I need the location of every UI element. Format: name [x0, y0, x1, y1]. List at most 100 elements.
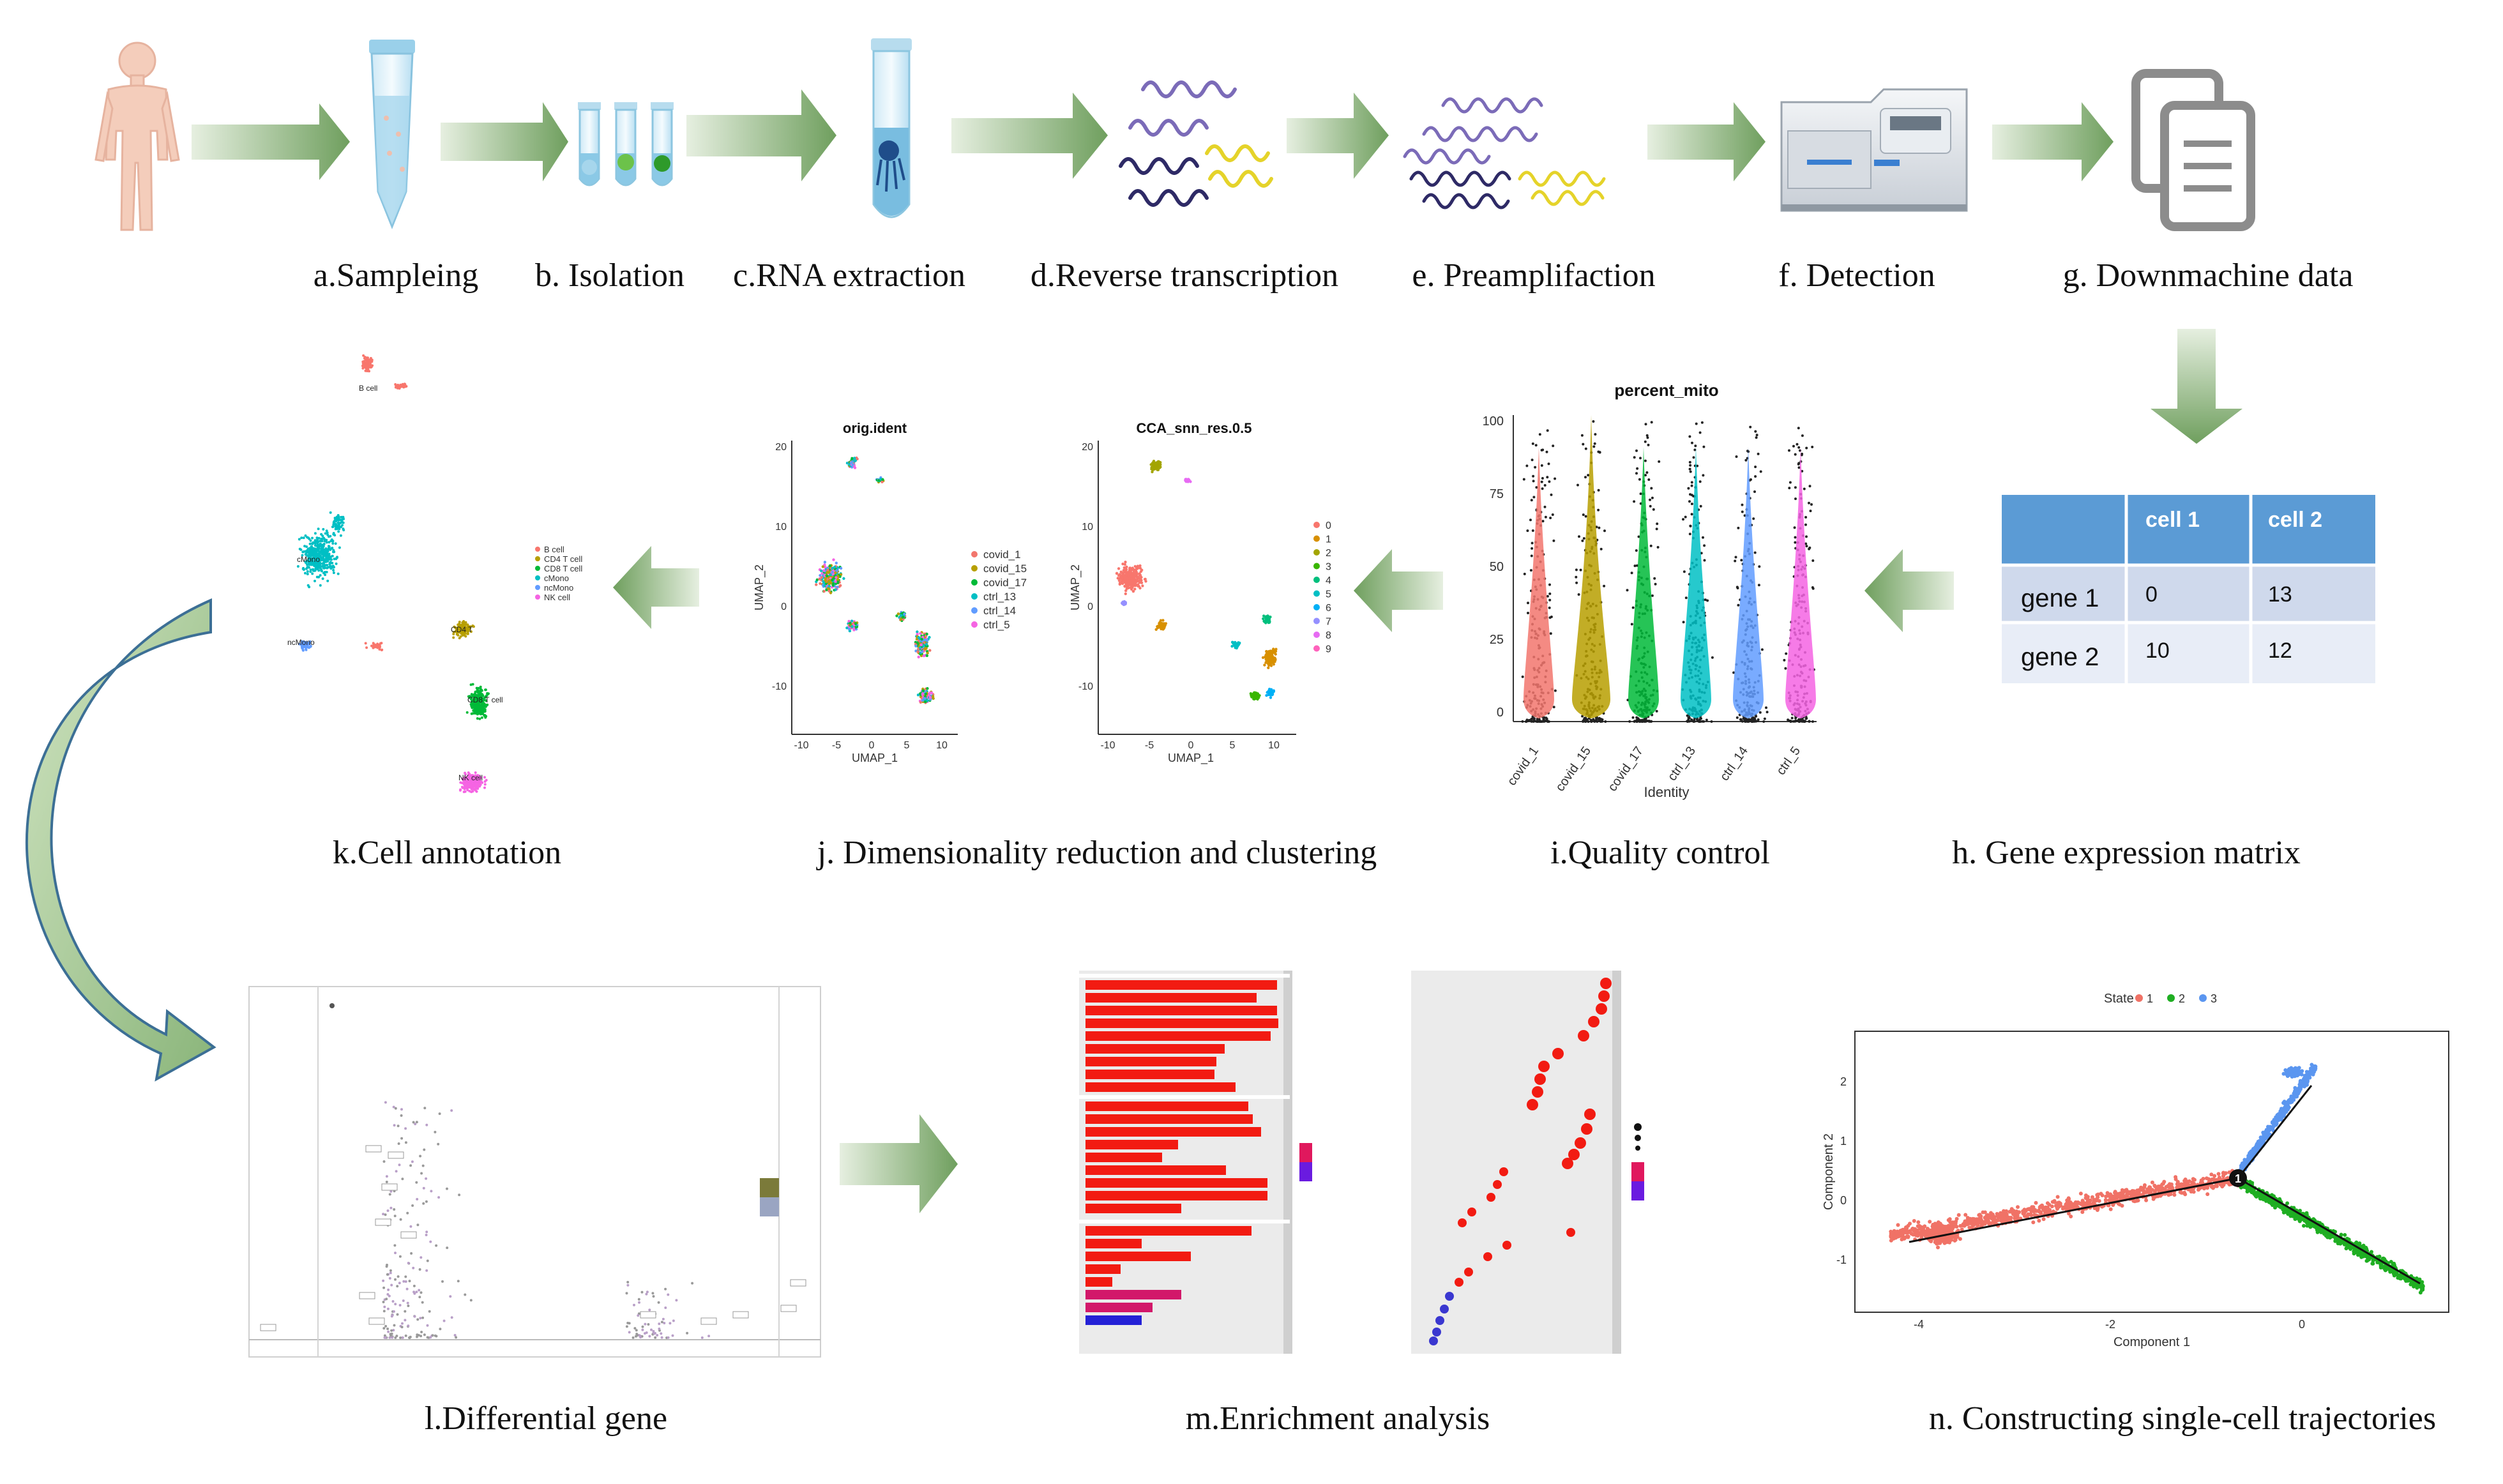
volcano-point: [662, 1317, 665, 1321]
qc-point: [1703, 559, 1706, 562]
annot-legend-key: [535, 575, 540, 580]
umap1-point: [815, 578, 819, 582]
umap1-point: [902, 616, 905, 619]
qc-point: [1796, 443, 1799, 446]
umap2-point: [1126, 580, 1129, 583]
enrich-bar: [1085, 980, 1277, 990]
volcano-gene-tag: [640, 1311, 656, 1319]
volcano-point: [329, 1003, 335, 1008]
volcano-point: [393, 1324, 396, 1327]
volcano-point: [441, 1280, 444, 1283]
volcano-point: [672, 1319, 675, 1322]
annot-point: [465, 711, 469, 714]
arrow-c-to-d: [686, 89, 836, 181]
qc-point: [1598, 526, 1601, 529]
annot-point: [365, 365, 368, 368]
umap2-legend-item: 4: [1326, 575, 1331, 586]
umap1-point: [914, 644, 918, 647]
umap2-legend-key: [1313, 604, 1320, 610]
umap2-point: [1123, 579, 1126, 583]
enrich-bar: [1085, 1127, 1261, 1137]
volcano-gene-tag: [365, 1145, 382, 1153]
annot-point: [310, 542, 313, 545]
umap2-point: [1122, 601, 1126, 604]
annot-point: [337, 514, 340, 517]
qc-point: [1585, 718, 1589, 721]
volcano-point: [644, 1332, 646, 1335]
umap2-legend-item: 0: [1326, 520, 1331, 531]
qc-point: [1690, 481, 1693, 484]
volcano-point: [637, 1314, 640, 1317]
umap1-title: orig.ident: [843, 420, 907, 436]
umap1-xtick: 5: [904, 740, 910, 751]
qc-point: [1792, 720, 1795, 723]
umap1-point: [826, 566, 829, 570]
annot-point: [321, 556, 324, 559]
volcano-point: [652, 1295, 655, 1298]
qc-point: [1702, 445, 1705, 448]
annot-point: [334, 527, 337, 531]
umap2-point: [1274, 653, 1277, 656]
qc-point: [1527, 612, 1529, 614]
qc-point: [1740, 559, 1743, 562]
qc-point: [1584, 447, 1587, 450]
volcano-point: [388, 1193, 391, 1196]
qc-violin: [1572, 415, 1610, 718]
umap1-point: [924, 692, 928, 695]
qc-point: [1603, 584, 1606, 587]
annot-point: [330, 538, 333, 541]
qc-point: [1805, 535, 1808, 538]
qc-violin: [1681, 447, 1711, 718]
enrich-bar: [1085, 1290, 1181, 1299]
annot-label-ncmono: ncMono: [287, 638, 315, 647]
umap2-point: [1264, 621, 1267, 625]
trajectory-point: [2172, 1193, 2177, 1197]
qc-point: [1792, 444, 1795, 448]
volcano-point: [417, 1334, 420, 1336]
umap1-point: [822, 569, 826, 572]
volcano-point: [449, 1295, 452, 1298]
conical-tube-icon: [369, 40, 415, 230]
qc-point: [1581, 715, 1584, 718]
umap2-xtick: -10: [1100, 740, 1115, 751]
volcano-point: [671, 1334, 674, 1337]
annot-point: [483, 709, 485, 712]
volcano-gene-tag: [732, 1311, 749, 1319]
step-j-label: j. Dimensionality reduction and clusteri…: [816, 835, 1377, 871]
qc-point: [1582, 443, 1585, 446]
annot-point: [363, 356, 367, 359]
umap1-point: [918, 646, 922, 649]
volcano-point: [425, 1177, 428, 1180]
qc-point: [1690, 484, 1693, 487]
qc-point: [1788, 487, 1791, 490]
arrow-a-to-b: [192, 103, 350, 180]
umap2-point: [1115, 572, 1119, 575]
annot-point: [321, 552, 323, 555]
annot-point: [475, 790, 478, 793]
umap2-ytick: -10: [1078, 681, 1093, 692]
qc-point: [1804, 516, 1808, 519]
annot-point: [331, 554, 334, 557]
enrich-dot: [1486, 1193, 1495, 1202]
umap2-point: [1160, 626, 1163, 630]
annot-point: [479, 688, 482, 691]
qc-point: [1630, 623, 1633, 626]
volcano-point: [408, 1336, 411, 1339]
volcano-gene-tag: [780, 1305, 797, 1312]
volcano-point: [395, 1170, 398, 1173]
umap1-point: [849, 621, 852, 625]
qc-point: [1554, 477, 1557, 480]
umap1-legend-item: covid_15: [983, 563, 1027, 575]
annot-point: [332, 569, 335, 572]
qc-ytick-50: 50: [1490, 560, 1504, 574]
annot-point: [395, 384, 398, 388]
qc-point: [1785, 652, 1788, 655]
volcano-point: [425, 1234, 428, 1236]
annot-point: [320, 540, 323, 543]
umap1-legend-key: [971, 607, 978, 614]
qc-point: [1746, 719, 1750, 722]
volcano-point: [646, 1291, 649, 1294]
qc-point: [1801, 720, 1804, 723]
annot-point: [305, 545, 308, 549]
qc-point: [1579, 568, 1582, 572]
